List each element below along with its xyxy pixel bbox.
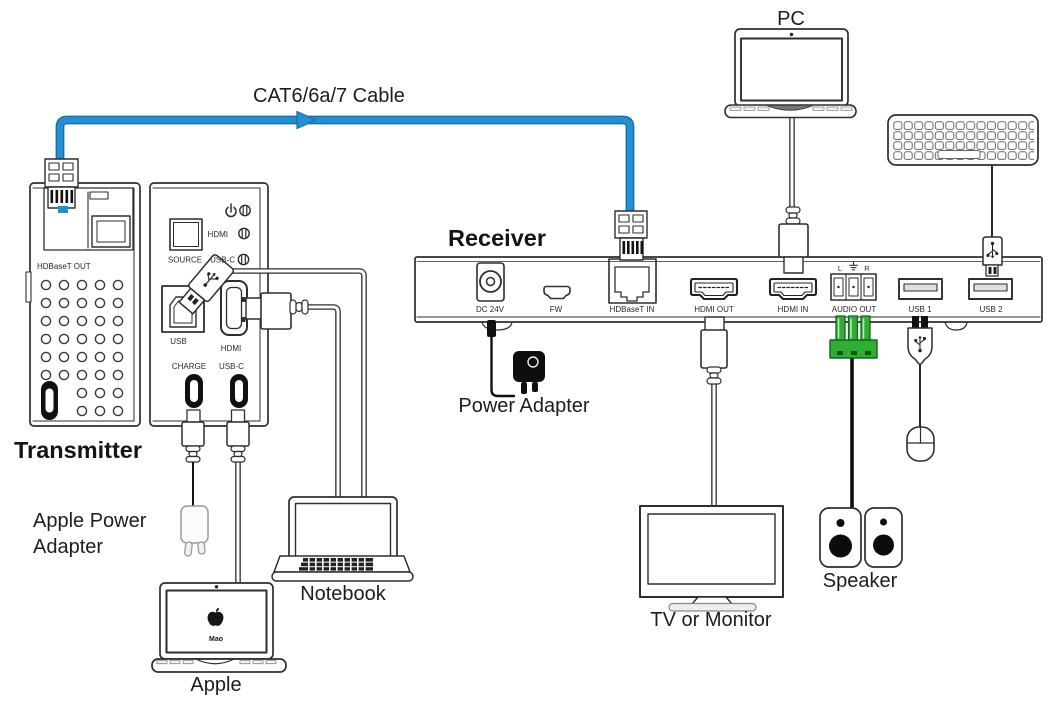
apple-power-adapter-label-line1: Apple Power bbox=[33, 510, 147, 532]
transmitter-label: Transmitter bbox=[14, 437, 142, 463]
charge-port-icon bbox=[185, 374, 203, 408]
port-label-usb2: USB 2 bbox=[979, 305, 1003, 314]
vent-holes bbox=[40, 279, 124, 417]
keyboard bbox=[887, 114, 1039, 166]
hdmi-to-notebook-cable bbox=[303, 304, 341, 503]
speaker-label: Speaker bbox=[823, 570, 898, 592]
rj45-plug-receiver bbox=[614, 210, 648, 261]
usb-plug-diagonal bbox=[178, 254, 235, 315]
dc-power-cable bbox=[490, 334, 516, 398]
usbc-indicator-label: USB-C bbox=[210, 256, 235, 265]
port-label-dc24v: DC 24V bbox=[476, 305, 505, 314]
audio-left-label: L bbox=[838, 264, 842, 273]
port-label-fw: FW bbox=[550, 305, 563, 314]
ground-icon bbox=[849, 261, 858, 271]
notebook-keyboard bbox=[299, 557, 373, 571]
mouse bbox=[906, 426, 935, 462]
speaker-pair bbox=[819, 507, 903, 568]
hdmi-in-port-icon bbox=[768, 277, 818, 301]
usb-to-notebook-cable bbox=[219, 268, 367, 503]
dc-plug bbox=[487, 320, 496, 337]
tv-monitor bbox=[639, 505, 784, 612]
pc-laptop bbox=[724, 28, 857, 119]
apple-laptop bbox=[151, 582, 287, 673]
power-icon bbox=[225, 203, 237, 218]
port-label-hdmi-in: HDMI IN bbox=[778, 305, 809, 314]
hdmi-indicator-label: HDMI bbox=[208, 230, 228, 239]
mac-screen-label: Mao bbox=[209, 636, 223, 643]
hdmi-port-label: HDMI bbox=[221, 344, 241, 353]
tv-label: TV or Monitor bbox=[650, 609, 771, 631]
port-label-audio-out: AUDIO OUT bbox=[832, 305, 877, 314]
cable-arrow-icon bbox=[296, 110, 317, 130]
receiver-foot-left bbox=[481, 321, 513, 331]
hdmi-plug-to-tv bbox=[700, 316, 728, 385]
receiver-foot-right bbox=[944, 321, 968, 331]
usbc-plug-charge bbox=[181, 409, 205, 463]
source-label: SOURCE bbox=[168, 256, 202, 265]
webcam-icon bbox=[214, 585, 219, 589]
apple-logo-icon bbox=[207, 607, 224, 626]
receiver-panel bbox=[414, 256, 1043, 331]
hdmi-out-port-icon bbox=[689, 277, 739, 301]
usb1-port-icon bbox=[898, 278, 943, 300]
apple-label: Apple bbox=[190, 674, 241, 696]
port-label-usb1: USB 1 bbox=[908, 305, 932, 314]
hdmi-plug-tx bbox=[245, 292, 309, 330]
usb2-port-icon bbox=[968, 278, 1013, 300]
audio-out-terminal-icon bbox=[830, 273, 877, 301]
power-adapter-label: Power Adapter bbox=[458, 395, 590, 417]
usb-plug-to-mouse bbox=[907, 316, 933, 365]
usbc-port-icon bbox=[230, 374, 248, 408]
cat-cable bbox=[55, 110, 635, 219]
hdbaset-out-label: HDBaseT OUT bbox=[37, 262, 91, 271]
transmitter-left-panel bbox=[25, 182, 141, 427]
notebook-label: Notebook bbox=[300, 583, 387, 605]
usbc-plug-laptop bbox=[226, 409, 250, 463]
pc-label: PC bbox=[777, 8, 805, 30]
webcam-icon bbox=[789, 32, 794, 37]
charge-port-label: CHARGE bbox=[172, 362, 206, 371]
power-adapter-body bbox=[513, 351, 545, 394]
spacebar-key bbox=[937, 150, 981, 159]
hdmi-plug-from-pc bbox=[778, 206, 809, 274]
port-label-hdmi-out: HDMI OUT bbox=[694, 305, 734, 314]
usbc-port-label: USB-C bbox=[219, 362, 244, 371]
dc-jack-icon bbox=[476, 262, 505, 302]
apple-power-adapter-label-line2: Adapter bbox=[33, 536, 103, 558]
audio-green-plug bbox=[829, 315, 878, 359]
notebook bbox=[271, 496, 414, 582]
usb-plug-from-keyboard bbox=[982, 236, 1003, 277]
usb-port-label: USB bbox=[170, 337, 186, 346]
cat-cable-label: CAT6/6a/7 Cable bbox=[253, 85, 405, 107]
apple-power-adapter bbox=[180, 505, 209, 557]
rj45-plug-transmitter bbox=[44, 158, 79, 213]
receiver-label: Receiver bbox=[448, 225, 546, 251]
audio-right-label: R bbox=[864, 264, 870, 273]
fw-port-icon bbox=[543, 285, 571, 300]
source-button bbox=[169, 218, 203, 251]
port-label-hdbaset-in: HDBaseT IN bbox=[610, 305, 655, 314]
micro-usb-port-icon bbox=[41, 381, 58, 420]
